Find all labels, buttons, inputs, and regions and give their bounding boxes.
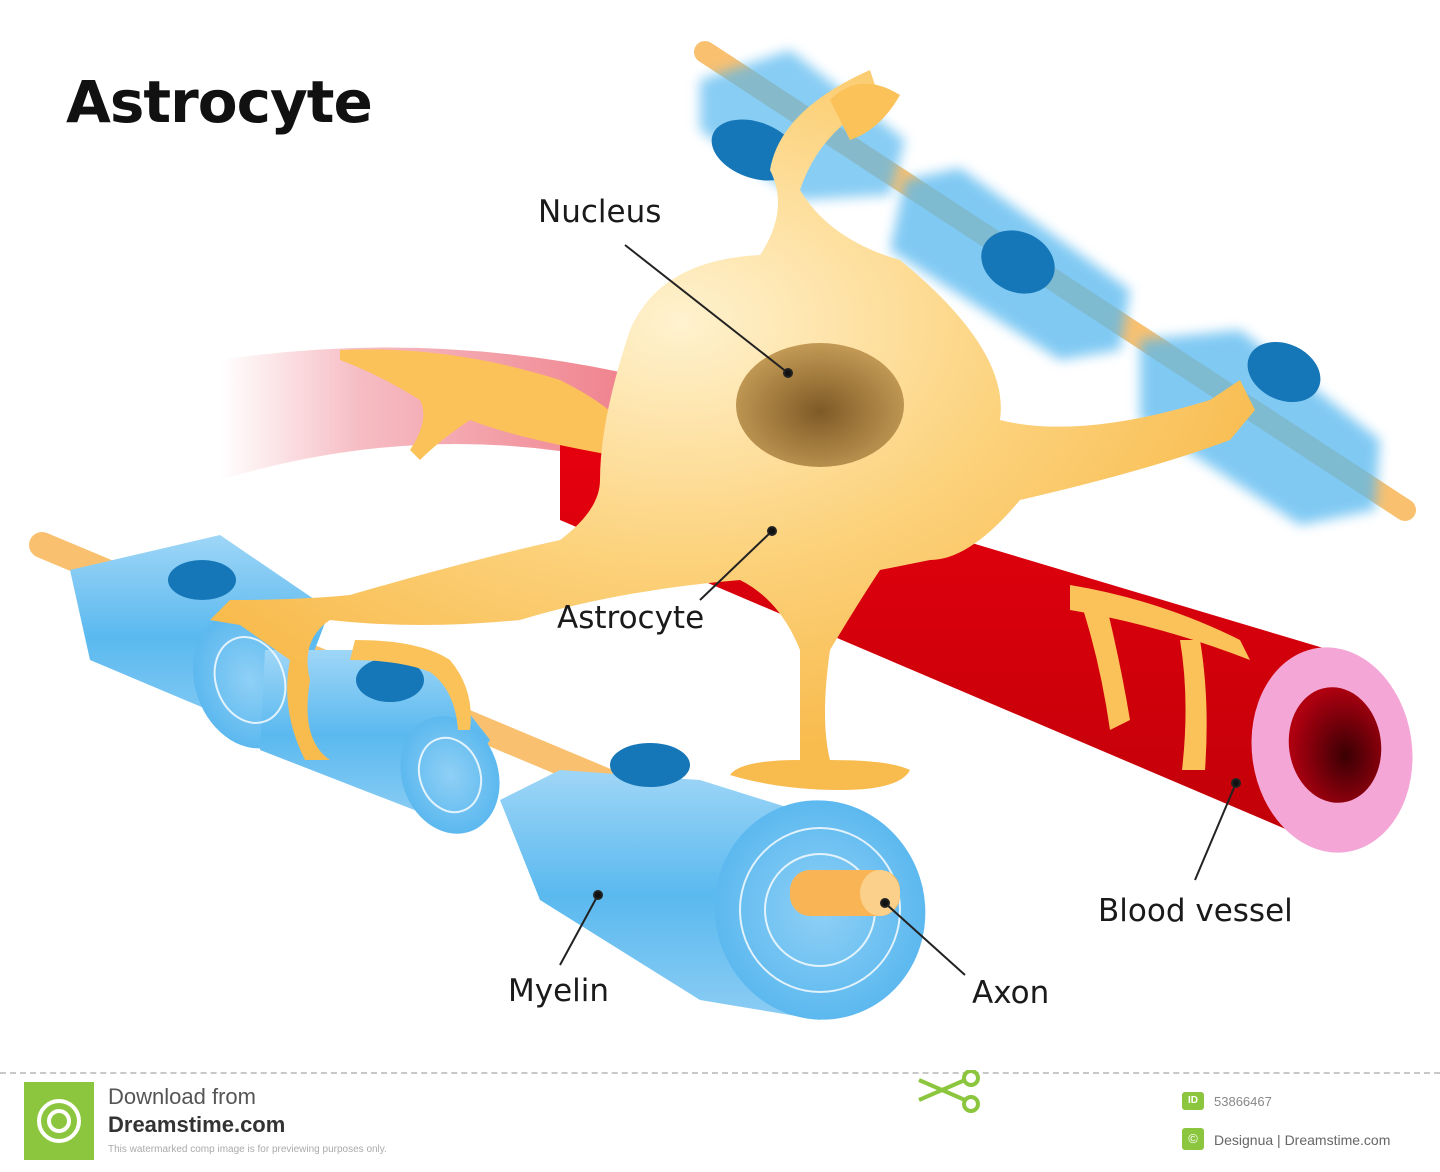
copyright-icon: ©: [1182, 1128, 1204, 1150]
pointer-lines: [559, 244, 1241, 976]
astrocyte-label: Astrocyte: [557, 600, 705, 636]
id-badge-icon: ID: [1182, 1092, 1204, 1110]
blood-vessel-label: Blood vessel: [1098, 893, 1293, 929]
upper-axon: [694, 41, 1416, 525]
nucleus-label: Nucleus: [538, 194, 662, 230]
site-name-link[interactable]: Dreamstime.com: [108, 1112, 286, 1137]
image-credit: Designua | Dreamstime.com: [1214, 1132, 1391, 1148]
dreamstime-logo-icon: [24, 1082, 94, 1160]
astrocyte-diagram: [29, 41, 1416, 1020]
download-from-text: Download from: [108, 1084, 256, 1109]
myelin-label: Myelin: [508, 973, 610, 1009]
axon-label: Axon: [972, 975, 1050, 1011]
footer-divider: [0, 1072, 1440, 1074]
diagram-title: Astrocyte: [66, 68, 373, 136]
watermark-footer: Download from Dreamstime.com This waterm…: [0, 1066, 1440, 1172]
astrocyte-cell: [210, 70, 1255, 790]
watermark-disclaimer: This watermarked comp image is for previ…: [108, 1144, 387, 1155]
image-id: 53866467: [1214, 1094, 1272, 1109]
scissors-icon: [918, 1070, 980, 1113]
